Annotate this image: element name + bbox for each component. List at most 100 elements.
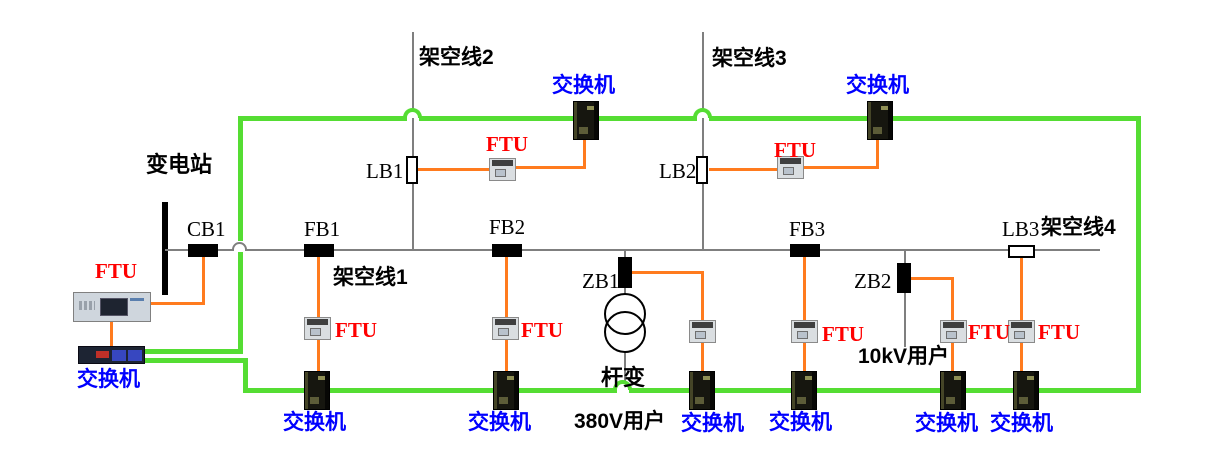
ftu-label-zb2: FTU (968, 320, 1010, 344)
ftu-device-zb1-icon (689, 320, 716, 343)
users-380v-label: 380V用户 (574, 410, 666, 433)
load-switch-lb3 (1008, 245, 1035, 258)
substation-label: 变电站 (146, 152, 213, 177)
switch-display (96, 351, 109, 358)
users-10kv-label: 10kV用户 (858, 345, 950, 368)
switch-device-lb3-icon (1013, 371, 1039, 410)
cable-lb2ftu-switch-v (876, 139, 879, 169)
rack-screen (100, 298, 128, 316)
ftu-label-fb1: FTU (335, 318, 377, 342)
cable-zb1-switch (701, 343, 704, 371)
cable-zb1-ftu-h (632, 271, 704, 274)
breaker-fb1 (304, 244, 334, 257)
ftu-label-lb1: FTU (486, 132, 528, 156)
fiber-ring-left-drop (243, 358, 248, 393)
cable-lb3-ftu (1020, 258, 1023, 320)
cable-fb2-switch (505, 340, 508, 371)
zb2-label: ZB2 (854, 269, 892, 293)
ftu-label-substation: FTU (95, 259, 137, 283)
ftu-label-fb3: FTU (822, 322, 864, 346)
cb1-label: CB1 (187, 217, 226, 241)
switch-device-fb1-icon (304, 371, 330, 410)
rack-brand-mark (130, 298, 144, 301)
load-switch-lb1 (406, 156, 418, 184)
ftu-label-fb2: FTU (521, 318, 563, 342)
lb3-label: LB3 (1002, 217, 1040, 241)
switch-label-fb1: 交换机 (283, 411, 346, 434)
cable-lb3-switch (1020, 343, 1023, 371)
hop-feeder-over-ring (232, 242, 247, 251)
cable-fb3-switch (803, 343, 806, 371)
feeder-line-right (246, 249, 1100, 251)
ftu-label-lb3: FTU (1038, 320, 1080, 344)
switch-label-zb2: 交换机 (915, 412, 978, 435)
fiber-ring-left-lower (238, 252, 243, 354)
cable-lb2ftu-switch-h (804, 166, 879, 169)
cable-fb3-ftu (803, 255, 806, 320)
switch-device-zb1-icon (689, 371, 715, 410)
substation-switch-device-icon (78, 346, 145, 364)
ftu-device-fb2-icon (492, 317, 519, 340)
hop-ring-over-transformer-wire (613, 380, 632, 390)
cable-fb1-switch (317, 340, 320, 371)
ftu-device-lb2-icon (777, 156, 804, 179)
cable-lb1-ftu (418, 168, 489, 171)
fiber-ring-bottom-b (629, 388, 1141, 393)
cable-fb1-ftu (317, 257, 320, 317)
ftu-device-fb3-icon (791, 320, 818, 343)
ftu-device-lb3-icon (1008, 320, 1035, 343)
cable-zb2-switch (951, 343, 954, 371)
zb2-branch-wire (904, 250, 906, 347)
overhead-line-4-label: 架空线4 (1041, 216, 1116, 239)
lb1-label: LB1 (366, 159, 404, 183)
breaker-zb2 (897, 263, 911, 293)
switch-label-fb2: 交换机 (468, 411, 531, 434)
cable-zb2-ftu-v (951, 277, 954, 320)
fb1-label: FB1 (304, 217, 341, 241)
switch-port-panel (112, 350, 126, 361)
cable-lb1ftu-switch-h (516, 166, 586, 169)
switch-device-fb3-icon (791, 371, 817, 410)
zb1-branch-wire-lower (624, 352, 626, 384)
pole-transformer-label: 杆变 (601, 365, 646, 390)
switch-label-lb2: 交换机 (846, 74, 909, 97)
substation-busbar (162, 202, 168, 295)
fiber-ring-switch-link-b (143, 358, 248, 363)
overhead-line-1-label: 架空线1 (333, 266, 408, 289)
switch-port-panel (128, 350, 142, 361)
rack-buttons (79, 301, 95, 310)
pole-transformer-icon (604, 311, 646, 353)
breaker-cb1 (188, 244, 218, 257)
overhead-line-3-label: 架空线3 (712, 47, 787, 70)
breaker-fb2 (492, 244, 522, 257)
fiber-ring-left-upper (238, 116, 243, 241)
cable-ftu-switch-substation (110, 322, 113, 346)
cable-cb1-ftu-v (202, 257, 205, 304)
cable-lb1ftu-switch-v (583, 139, 586, 169)
switch-label-fb3: 交换机 (769, 411, 832, 434)
fiber-ring-top-c (709, 116, 1141, 121)
overhead-line-3-wire (702, 32, 704, 250)
switch-device-fb2-icon (493, 371, 519, 410)
ftu-device-zb2-icon (940, 320, 967, 343)
fiber-ring-top-b (419, 116, 697, 121)
ftu-device-lb1-icon (489, 158, 516, 181)
cable-fb2-ftu (505, 257, 508, 317)
hop-ring-over-line2 (403, 108, 422, 118)
ftu-label-lb2: FTU (774, 138, 816, 162)
fiber-ring-switch-link-a (143, 349, 243, 354)
ftu-device-fb1-icon (304, 317, 331, 340)
switch-device-lb2-icon (867, 101, 893, 140)
overhead-line-2-label: 架空线2 (419, 46, 494, 69)
switch-label-zb1: 交换机 (681, 412, 744, 435)
cable-lb2-ftu (709, 168, 777, 171)
fb2-label: FB2 (489, 215, 526, 239)
substation-ftu-device-icon (73, 292, 151, 322)
hop-ring-over-line3 (693, 108, 712, 118)
switch-device-lb1-icon (573, 101, 599, 140)
fiber-ring-right (1136, 116, 1141, 393)
switch-label-lb1: 交换机 (552, 74, 615, 97)
breaker-fb3 (790, 244, 820, 257)
overhead-line-2-wire (412, 32, 414, 250)
